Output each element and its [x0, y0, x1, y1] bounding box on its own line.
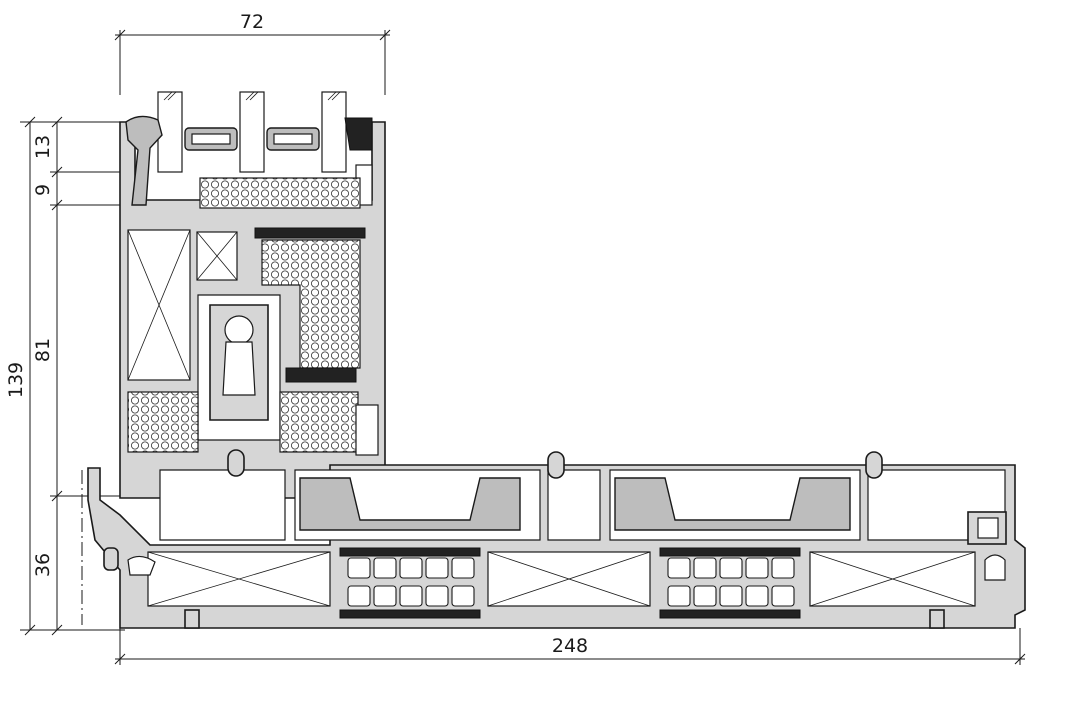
- dimension-label-139: 139: [5, 362, 27, 398]
- frame-profile: [87, 449, 1026, 629]
- dimension-top-width: 72: [114, 11, 391, 95]
- dimension-label-9: 9: [32, 184, 54, 196]
- triple-glazing: [157, 91, 347, 173]
- dimension-bottom-width: 248: [114, 628, 1026, 665]
- dimension-left-heights: 139 81 13 9 36: [5, 116, 140, 636]
- dimension-label-13: 13: [32, 135, 54, 159]
- dimension-label-81: 81: [32, 338, 54, 362]
- dimension-label-36: 36: [32, 553, 54, 577]
- dimension-label-bottom: 248: [552, 635, 588, 657]
- dimension-label-top: 72: [240, 11, 264, 33]
- sash-profile: [119, 115, 386, 499]
